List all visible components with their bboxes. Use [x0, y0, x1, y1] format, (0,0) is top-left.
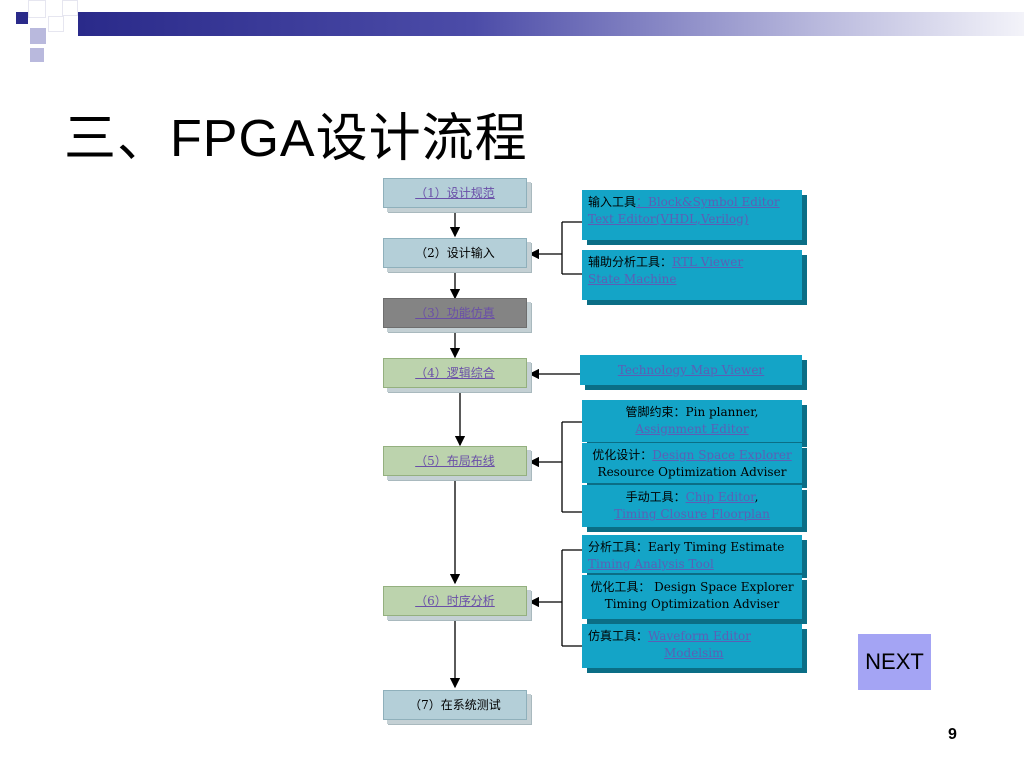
tool-assist-prefix: 辅助分析工具：	[588, 255, 673, 269]
step-5-label[interactable]: （5）布局布线	[415, 454, 495, 468]
tool-pin-link[interactable]: Assignment Editor	[635, 422, 749, 436]
tool-manual-link-1[interactable]: Chip Editor	[685, 490, 755, 504]
tool-optimize-timing-text2: Timing Optimization Adviser	[604, 597, 780, 611]
step-3-functional-sim[interactable]: （3）功能仿真	[383, 298, 527, 328]
corner-square-2	[28, 0, 46, 18]
tool-assist-box: 辅助分析工具：RTL Viewer State Machine	[582, 250, 802, 300]
step-1-label[interactable]: （1）设计规范	[415, 186, 495, 200]
tool-manual-prefix: 手动工具：	[625, 490, 686, 504]
tool-pin-box: 管脚约束：Pin planner, Assignment Editor	[582, 400, 802, 442]
tool-optimize-design-link[interactable]: Design Space Explorer	[652, 448, 792, 462]
title-prefix: 三、	[64, 109, 171, 169]
step-6-label[interactable]: （6）时序分析	[415, 594, 495, 608]
step-5-place-route[interactable]: （5）布局布线	[383, 446, 527, 476]
tool-assist-link-2[interactable]: State Machine	[588, 272, 677, 286]
step-3-label[interactable]: （3）功能仿真	[415, 306, 495, 320]
tool-optimize-design-box: 优化设计：Design Space Explorer Resource Opti…	[582, 443, 802, 483]
tool-input-box: 输入工具：Block&Symbol Editor Text Editor(VHD…	[582, 190, 802, 240]
tool-optimize-design-prefix: 优化设计：	[592, 448, 653, 462]
tool-assist-link-1[interactable]: RTL Viewer	[672, 255, 744, 269]
step-2-design-input: （2）设计输入	[383, 238, 527, 268]
tool-manual-link-2[interactable]: Timing Closure Floorplan	[614, 507, 770, 521]
tool-techmap-link[interactable]: Technology Map Viewer	[617, 363, 765, 377]
next-button[interactable]: NEXT	[858, 634, 931, 690]
corner-square-4	[30, 28, 46, 44]
tool-optimize-timing-box: 优化工具： Design Space Explorer Timing Optim…	[582, 575, 802, 619]
tool-manual-box: 手动工具：Chip Editor, Timing Closure Floorpl…	[582, 485, 802, 527]
tool-pin-prefix: 管脚约束：Pin planner,	[625, 405, 759, 419]
tool-optimize-design-text2: Resource Optimization Adviser	[597, 465, 787, 479]
corner-square-5	[30, 48, 44, 62]
tool-simulation-box: 仿真工具：Waveform Editor Modelsim	[582, 624, 802, 668]
tool-optimize-timing-prefix: 优化工具： Design Space Explorer	[590, 580, 794, 594]
title-suffix: 设计流程	[315, 109, 528, 169]
corner-square-6	[62, 0, 78, 16]
title-fpga: FPGA	[170, 110, 316, 168]
step-4-label[interactable]: （4）逻辑综合	[415, 366, 495, 380]
tool-analysis-box: 分析工具：Early Timing Estimate Timing Analys…	[582, 535, 802, 573]
tool-simulation-link-2[interactable]: Modelsim	[664, 646, 724, 660]
step-4-logic-synthesis[interactable]: （4）逻辑综合	[383, 358, 527, 388]
tool-analysis-link[interactable]: Timing Analysis Tool	[588, 557, 714, 571]
tool-input-link-1[interactable]: ：Block&Symbol Editor	[636, 195, 780, 209]
tool-manual-comma: ,	[754, 490, 759, 504]
corner-square-3	[48, 16, 64, 32]
step-6-timing-analysis[interactable]: （6）时序分析	[383, 586, 527, 616]
page-number: 9	[948, 726, 957, 743]
tool-simulation-prefix: 仿真工具：	[588, 629, 649, 643]
tool-simulation-link-1[interactable]: Waveform Editor	[648, 629, 751, 643]
header-gradient-bar	[78, 12, 1024, 36]
corner-square-1	[16, 12, 28, 24]
tool-input-prefix: 输入工具	[588, 195, 637, 209]
step-2-label: （2）设计输入	[415, 246, 495, 260]
step-7-in-system-test: （7）在系统测试	[383, 690, 527, 720]
tool-analysis-prefix: 分析工具：Early Timing Estimate	[588, 540, 785, 554]
step-7-label: （7）在系统测试	[409, 698, 501, 712]
slide-title: 三、FPGA设计流程	[64, 96, 528, 171]
tool-techmap-box: Technology Map Viewer	[580, 355, 802, 385]
tool-input-link-2[interactable]: Text Editor(VHDL,Verilog)	[588, 212, 749, 226]
step-1-design-spec[interactable]: （1）设计规范	[383, 178, 527, 208]
